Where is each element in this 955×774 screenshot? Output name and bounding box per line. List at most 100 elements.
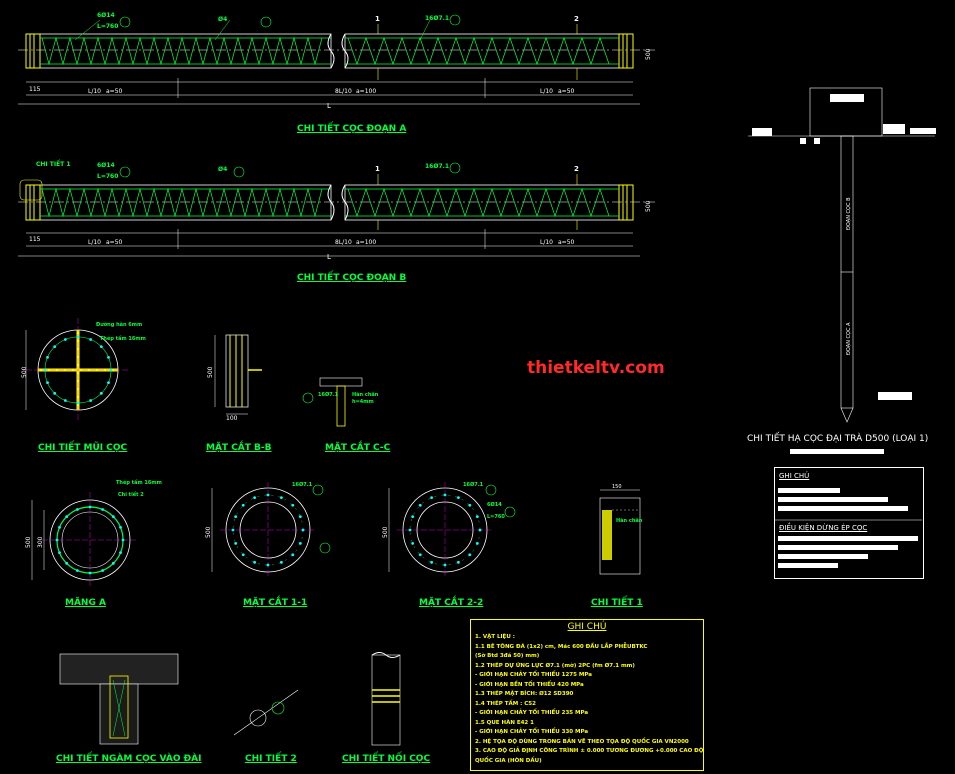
rebar-dot	[107, 355, 110, 359]
rebar-dot	[101, 508, 105, 511]
section-1-mark-b: 1	[375, 165, 380, 173]
notes-line: 1.3 THÉP MẶT BÍCH: Ø12 SD390	[475, 691, 574, 697]
rebar-dot	[468, 503, 472, 507]
rebar-dot	[475, 541, 479, 545]
s22-bar3: 6Ø14	[487, 501, 502, 508]
rebar-dot	[53, 345, 57, 349]
rebar-dot	[253, 560, 257, 564]
rebar-dot	[76, 335, 80, 339]
notes-line: 3. CAO ĐỘ GIẢ ĐỊNH CÔNG TRÌNH ± 0.000 TƯ…	[475, 748, 704, 754]
rebar-dot	[63, 338, 67, 341]
seg-left-label: L/10	[88, 88, 101, 95]
legend-box: GHI CHÚ ĐIỀU KIỆN DỪNG ÉP CỌC	[774, 467, 924, 579]
rebar-dot	[456, 560, 460, 564]
rebar-dot	[46, 355, 49, 359]
notes-box: GHI CHÚ 1. VẬT LIỆU : 1.1 BÊ TÔNG ĐÁ (1x…	[470, 619, 704, 771]
notes-line: 2. HỆ TỌA ĐỘ DÙNG TRONG BẢN VẼ THEO TỌA …	[475, 738, 689, 745]
seg-right-label-b: L/10	[540, 239, 553, 246]
dim-end-label: 115	[29, 86, 41, 93]
length-label-b: L	[327, 253, 331, 261]
weld-label: Đường hàn 6mm	[96, 321, 142, 328]
rebar-dot	[234, 515, 238, 519]
detail-1-label: CHI TIẾT 1	[36, 160, 71, 168]
dim-width-label: 500	[645, 48, 652, 60]
spacing-right-label-b: a=50	[558, 239, 575, 246]
seg-a-label: ĐOẠN CỌC A	[846, 322, 852, 355]
title-mui-coc: CHI TIẾT MŨI CỌC	[38, 443, 128, 453]
s11-bar: 16Ø7.1	[292, 481, 313, 488]
rebar-dot	[65, 561, 69, 565]
notes-line: - GIỚI HẠN CHẢY TỐI THIỂU 235 MPa	[475, 710, 589, 716]
rebar-dot	[107, 381, 110, 385]
spacing-left-label-b: a=50	[106, 239, 123, 246]
bar-len-label: L=760	[97, 23, 118, 30]
title-doan-b: CHI TIẾT CỌC ĐOẠN B	[297, 273, 407, 283]
title-mat-cat-cc: MẶT CẮT C-C	[325, 443, 391, 453]
rebar-dot	[53, 391, 57, 395]
rebar-dot	[231, 528, 235, 532]
rebar-dot	[63, 399, 67, 402]
rebar-dot	[266, 493, 270, 497]
drawing-mui-coc: Đường hàn 6mm Thép tấm 16mm 500	[21, 318, 146, 422]
rebar-dot	[55, 538, 59, 542]
drawing-mat-cat-22: 16Ø7.1 6Ø14 L=760 500	[382, 481, 516, 578]
pile-segment-a: 6Ø14 L=760 Ø4 16Ø7.1 1 2 L/10 a=50 8L/10…	[18, 12, 655, 110]
bar-main-label: 6Ø14	[97, 12, 115, 19]
legend-blocks	[774, 488, 922, 568]
bar-long-label-b: 16Ø7.1	[425, 163, 449, 170]
rebar-dot	[298, 541, 302, 545]
notes-line: - GIỚI HẠN BỀN TỐI THIỂU 420 MPa	[475, 681, 584, 688]
rebar-dot	[456, 496, 460, 500]
section-1-mark: 1	[375, 15, 380, 23]
rebar-dot	[99, 391, 103, 395]
title-mat-cat-bb: MẶT CẮT B-B	[206, 443, 272, 453]
length-label: L	[327, 102, 331, 110]
seg-mid-label: 8L/10	[335, 88, 352, 95]
seg-b-label: ĐOẠN CỌC B	[846, 197, 852, 230]
notes-line: 1.4 THÉP TẤM : C52	[475, 700, 536, 707]
rebar-dot	[298, 515, 302, 519]
s11-d500: 500	[205, 526, 212, 538]
rebar-dot	[418, 503, 422, 507]
rebar-dot	[99, 345, 103, 349]
section-2-mark: 2	[574, 15, 579, 23]
cc-hole: Hàn chân	[352, 391, 379, 398]
watermark-text: thietkeltv.com	[527, 358, 665, 378]
drawing-mat-cat-bb: 500 100	[207, 334, 262, 422]
notes-line: - GIỚI HẠN CHẢY TỐI THIỂU 1275 MPa	[475, 672, 592, 678]
s22-barlen: L=760	[487, 514, 505, 520]
spacing-mid-label: a=100	[356, 88, 376, 95]
notes-line: QUỐC GIA (HÒN DẤU)	[475, 757, 542, 764]
rebar-dot	[119, 525, 122, 529]
manga-plate: Thép tấm 16mm	[116, 479, 162, 486]
legend-heading-stop: ĐIỀU KIỆN DỪNG ÉP CỌC	[779, 524, 868, 532]
rebar-dot	[89, 338, 93, 341]
s22-d500: 500	[382, 526, 389, 538]
rebar-dot	[430, 560, 434, 564]
rebar-dot	[88, 571, 92, 575]
mui-d500: 500	[21, 366, 28, 378]
section-2-mark-b: 2	[574, 165, 579, 173]
bar-spiral-label-b: Ø4	[218, 166, 227, 173]
dim-width-label-b: 500	[645, 200, 652, 212]
notes-line: 1.2 THÉP DỰ ỨNG LỰC Ø7.1 (mờ) 2PC (fm Ø7…	[475, 662, 635, 669]
rebar-dot	[468, 553, 472, 557]
rebar-dot	[418, 553, 422, 557]
rebar-dot	[279, 496, 283, 500]
spacing-right-label: a=50	[558, 88, 575, 95]
bar-main-label-b: 6Ø14	[97, 162, 115, 169]
title-ngam-coc: CHI TIẾT NGÀM CỌC VÀO ĐÀI	[56, 754, 202, 764]
notes-line: 1.1 BÊ TÔNG ĐÁ (1x2) cm, Mác 600 ĐẦU LẮP…	[475, 643, 648, 650]
cc-bar: 16Ø7.1	[318, 391, 339, 398]
notes-line: (Sờ Btd 3đá 50) mm)	[475, 653, 540, 659]
title-mang-a: MĂNG A	[65, 598, 106, 608]
rebar-dot	[253, 496, 257, 500]
title-mat-cat-22: MẶT CẮT 2-2	[419, 598, 484, 608]
bar-long-label: 16Ø7.1	[425, 15, 449, 22]
manga-d500: 500	[25, 536, 32, 548]
seg-right-label: L/10	[540, 88, 553, 95]
rebar-dot	[411, 541, 415, 545]
rebar-dot	[43, 368, 47, 372]
rebar-dot	[89, 399, 93, 402]
